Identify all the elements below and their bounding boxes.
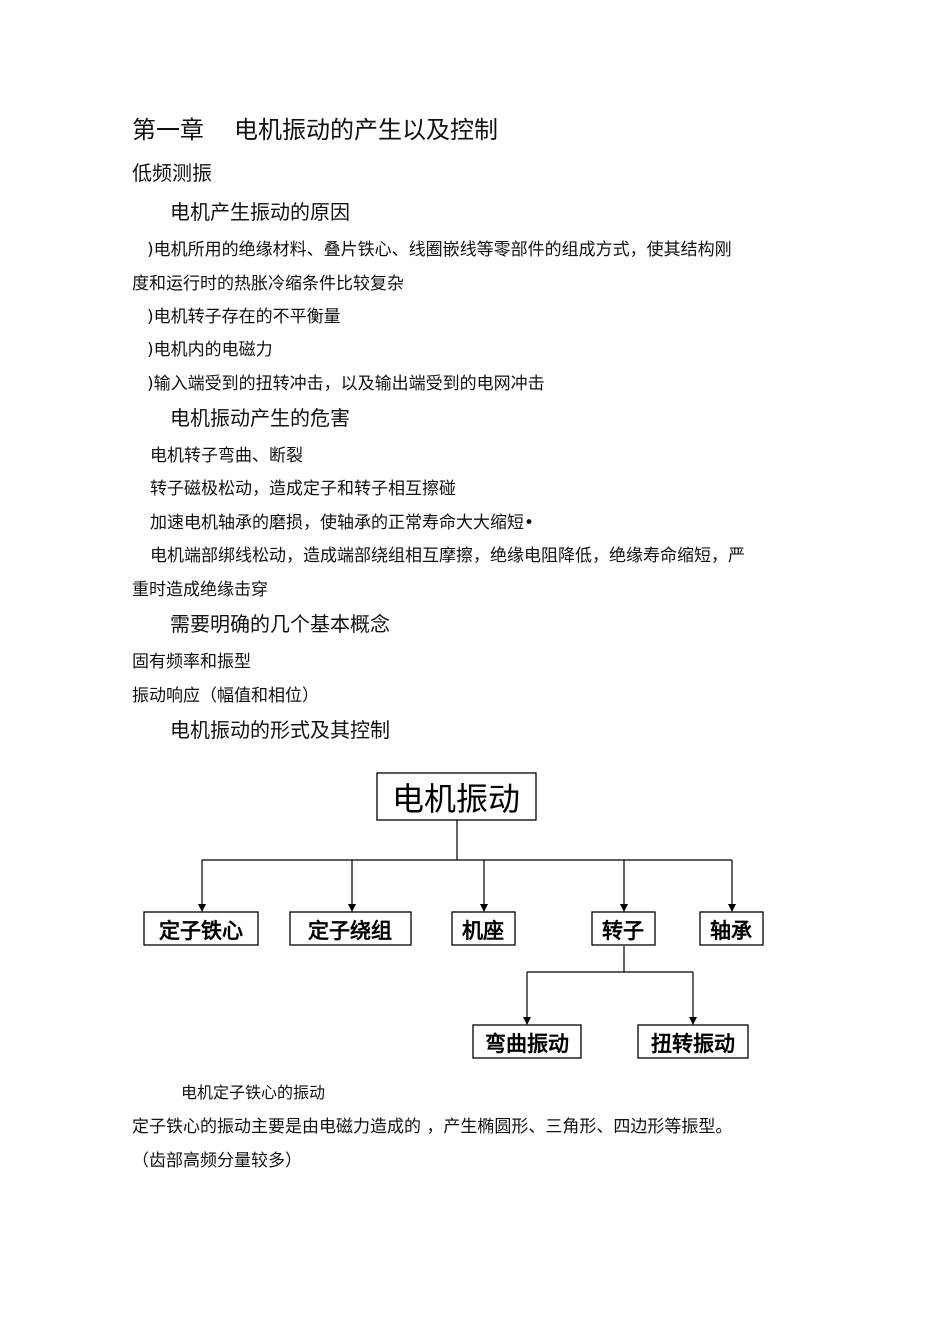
node-bearing: 轴承	[699, 911, 764, 946]
hazard-item: 电机转子弯曲、断裂	[150, 446, 303, 466]
chapter-title: 第一章 电机振动的产生以及控制	[132, 118, 498, 142]
hazard-item: 加速电机轴承的磨损，使轴承的正常寿命大大缩短•	[150, 513, 535, 533]
node-bending-vibration: 弯曲振动	[472, 1024, 582, 1059]
cause-item: )电机所用的绝缘材料、叠片铁心、线圈嵌线等零部件的组成方式，使其结构刚	[147, 240, 732, 260]
node-stator-core: 定子铁心	[143, 911, 259, 946]
node-label: 机座	[462, 918, 504, 943]
concept-item: 振动响应（幅值和相位）	[132, 686, 319, 706]
cause-item-continued: 度和运行时的热胀冷缩条件比较复杂	[132, 274, 404, 294]
root-node-label: 电机振动	[392, 780, 520, 818]
chapter-number: 第一章	[132, 116, 204, 144]
concept-item: 固有频率和振型	[132, 652, 251, 672]
hazard-item: 电机端部绑线松动，造成端部绕组相互摩擦，绝缘电阻降低，绝缘寿命缩短，严	[150, 546, 745, 566]
chapter-name: 电机振动的产生以及控制	[234, 116, 498, 144]
node-stator-winding: 定子绕组	[289, 911, 412, 946]
node-label: 定子铁心	[159, 918, 243, 943]
node-label: 扭转振动	[651, 1031, 735, 1056]
heading-stator-core: 电机定子铁心的振动	[181, 1083, 326, 1102]
heading-forms: 电机振动的形式及其控制	[170, 718, 390, 742]
section-heading-low-freq: 低频测振	[132, 161, 212, 185]
hazard-item-continued: 重时造成绝缘击穿	[132, 580, 268, 600]
node-rotor: 转子	[591, 911, 656, 946]
hazard-item: 转子磁极松动，造成定子和转子相互擦碰	[150, 479, 456, 499]
node-label: 弯曲振动	[485, 1031, 569, 1056]
heading-hazards: 电机振动产生的危害	[170, 406, 350, 430]
cause-item: )电机内的电磁力	[147, 340, 273, 360]
heading-causes: 电机产生振动的原因	[170, 200, 350, 224]
heading-concepts: 需要明确的几个基本概念	[170, 612, 390, 636]
stator-paragraph-line: 定子铁心的振动主要是由电磁力造成的 ，产生椭圆形、三角形、四边形等振型。	[132, 1117, 733, 1137]
node-torsional-vibration: 扭转振动	[637, 1024, 749, 1059]
node-frame: 机座	[451, 911, 516, 946]
node-label: 转子	[602, 918, 644, 943]
cause-item: )输入端受到的扭转冲击，以及输出端受到的电网冲击	[147, 374, 545, 394]
stator-paragraph-line: （齿部高频分量较多）	[132, 1151, 302, 1171]
root-node-box: 电机振动	[376, 772, 537, 821]
node-label: 定子绕组	[308, 918, 392, 943]
node-label: 轴承	[710, 918, 752, 943]
cause-item: )电机转子存在的不平衡量	[147, 307, 341, 327]
